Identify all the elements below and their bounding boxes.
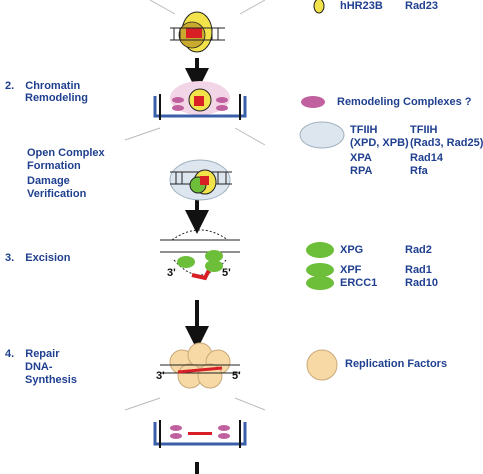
- legend-hhr23b: hHR23B: [340, 0, 383, 12]
- legend-rfa: Rfa: [410, 165, 428, 177]
- tfiih-yeast-1: TFIIH: [410, 124, 438, 136]
- three-prime-label-repair: 3': [156, 370, 165, 382]
- remodeling-complex-symbol: [301, 96, 325, 108]
- step-title-line3: Synthesis: [25, 374, 77, 386]
- legend-rad10: Rad10: [405, 277, 439, 289]
- step-4-label: 4. Repair DNA- Synthesis: [5, 348, 77, 387]
- damage-verification-label: Damage Verification: [27, 175, 86, 201]
- step-title-line1: Repair: [25, 348, 60, 360]
- tfiih-yeast-2: (Rad3, Rad25): [410, 137, 483, 149]
- legend-rad2: Rad2: [405, 244, 432, 256]
- legend-rpa: RPA: [350, 165, 373, 177]
- excision-graphic: [160, 229, 240, 281]
- open-complex-graphic: [169, 159, 232, 201]
- five-prime-label-repair: 5': [232, 370, 241, 382]
- tfiih-symbol: [299, 121, 345, 149]
- funnel-line: [124, 397, 161, 411]
- legend-tfiih-yeast: TFIIH (Rad3, Rad25): [410, 124, 483, 150]
- three-prime-label-excision: 3': [167, 267, 176, 279]
- recognition-complex: [170, 11, 225, 53]
- funnel-line: [149, 0, 176, 15]
- legend-tfiih-human: TFIIH (XPD, XPB): [350, 124, 409, 150]
- legend-rad14: Rad14: [410, 152, 444, 164]
- funnel-line: [124, 127, 161, 141]
- legend-xpg: XPG: [340, 244, 364, 256]
- damage-line2: Verification: [27, 188, 87, 200]
- step-title-line2: Remodeling: [25, 92, 88, 104]
- step-2-label: 2. Chromatin Remodeling: [5, 80, 88, 104]
- funnel-line: [234, 397, 266, 411]
- open-complex-label: Open Complex Formation: [27, 147, 105, 173]
- ercc1-symbol: [306, 276, 334, 290]
- step-number: 4.: [5, 348, 15, 360]
- legend-xpf: XPF: [340, 264, 362, 276]
- funnel-line: [239, 0, 266, 15]
- tfiih-human-2: (XPD, XPB): [350, 137, 409, 149]
- damage-line1: Damage: [27, 175, 70, 187]
- legend-remodeling: Remodeling Complexes ?: [337, 96, 472, 108]
- hhr23b-symbol: [313, 0, 325, 14]
- step-title-line2: DNA-: [25, 361, 53, 373]
- step-number: 2.: [5, 80, 15, 92]
- xpg-symbol: [306, 242, 334, 258]
- xpf-symbol: [306, 263, 334, 277]
- repair-synthesis-graphic: [160, 342, 240, 389]
- tfiih-human-1: TFIIH: [350, 124, 378, 136]
- funnel-line: [234, 127, 266, 146]
- five-prime-label-excision: 5': [222, 267, 231, 279]
- step-title-line1: Chromatin: [25, 80, 81, 92]
- repaired-chromatin-graphic: [153, 420, 247, 448]
- step-title-line1: Excision: [25, 252, 71, 264]
- legend-rad1: Rad1: [405, 264, 432, 276]
- step-3-label: 3. Excision: [5, 252, 71, 264]
- legend-xpa: XPA: [350, 152, 372, 164]
- chromatin-remodeling-graphic: [153, 81, 247, 120]
- open-complex-line2: Formation: [27, 160, 81, 172]
- legend-rad23: Rad23: [405, 0, 439, 12]
- legend-replication-factors: Replication Factors: [345, 358, 448, 370]
- legend-ercc1: ERCC1: [340, 277, 378, 289]
- open-complex-line1: Open Complex: [27, 147, 105, 159]
- step-number: 3.: [5, 252, 15, 264]
- replication-factor-symbol: [306, 349, 338, 381]
